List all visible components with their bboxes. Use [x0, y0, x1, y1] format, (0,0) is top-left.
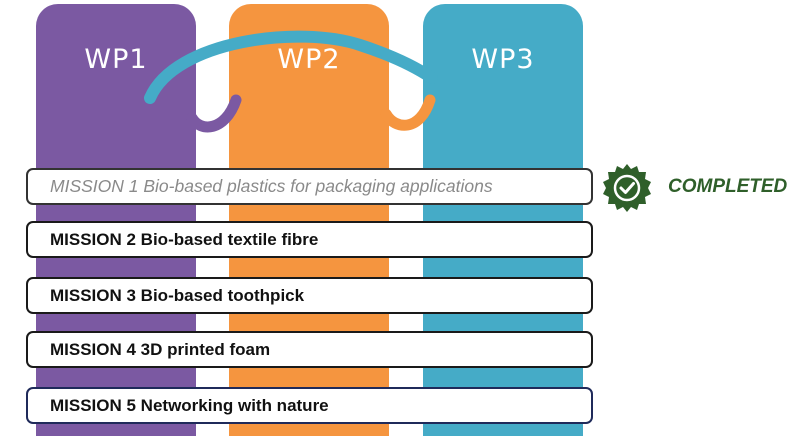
wp1-label: WP1 — [84, 44, 148, 75]
purple-connector-arc — [186, 94, 242, 133]
mission-3-row: MISSION 3 Bio-based toothpick — [26, 277, 593, 314]
mission-5-label: MISSION 5 Networking with nature — [50, 395, 329, 415]
mission-3-label: MISSION 3 Bio-based toothpick — [50, 285, 305, 305]
teal-connector-arc — [144, 30, 438, 104]
wp2-label: WP2 — [277, 44, 341, 75]
mission-1-row: MISSION 1 Bio-based plastics for packagi… — [26, 168, 593, 205]
mission-4-row: MISSION 4 3D printed foam — [26, 331, 593, 368]
mission-2-row: MISSION 2 Bio-based textile fibre — [26, 221, 593, 258]
mission-1-label: MISSION 1 Bio-based plastics for packagi… — [50, 176, 493, 196]
completed-status-text: COMPLETED — [668, 176, 788, 197]
wp3-label: WP3 — [471, 44, 535, 75]
mission-5-row: MISSION 5 Networking with nature — [26, 387, 593, 424]
check-badge-icon — [603, 164, 651, 212]
mission-4-label: MISSION 4 3D printed foam — [50, 339, 271, 359]
orange-connector-arc — [380, 94, 436, 131]
mission-2-label: MISSION 2 Bio-based textile fibre — [50, 229, 319, 249]
